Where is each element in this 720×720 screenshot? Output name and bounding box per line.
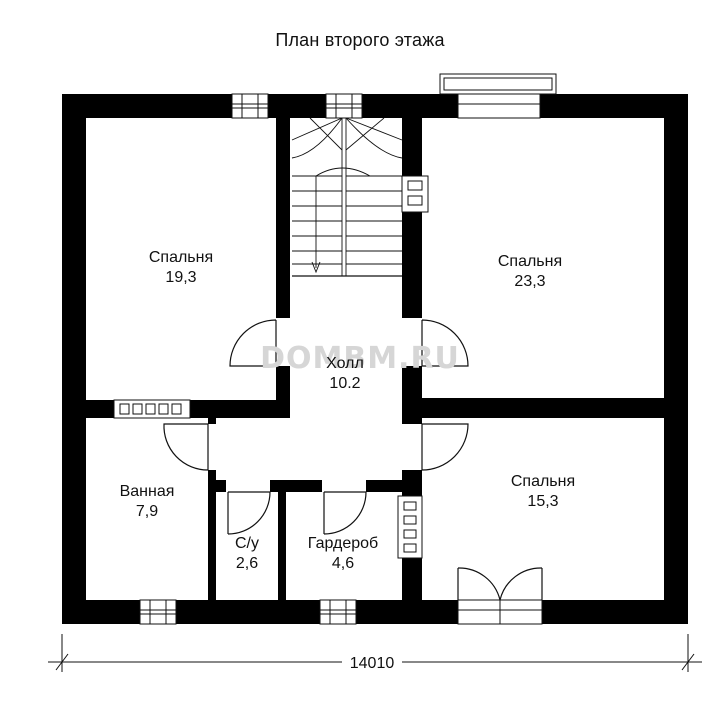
balcony-door-top-right: [439, 73, 557, 119]
room-bedroom2-area: 23,3: [514, 273, 545, 290]
door-gap-bedroom3: [401, 424, 423, 470]
door-wc: [227, 491, 271, 535]
door-gap-wc: [226, 479, 270, 493]
door-bedroom3: [421, 423, 469, 471]
windows: [139, 73, 557, 625]
room-bedroom1-name: Спальня: [149, 249, 213, 266]
door-openings: [207, 318, 423, 493]
vent-horizontal: [113, 399, 191, 419]
wall-left: [62, 94, 86, 624]
door-wardrobe: [323, 491, 367, 535]
window-top-left: [231, 93, 269, 119]
vent-upper: [401, 175, 429, 213]
vent-lower: [397, 495, 423, 559]
room-labels: Спальня 19,3 Спальня 23,3 Холл 10.2 Ванн…: [120, 249, 576, 572]
room-bedroom1-area: 19,3: [165, 269, 196, 286]
dimension-line: [48, 634, 702, 672]
wall-wc-wardrobe: [278, 492, 286, 600]
room-wc-area: 2,6: [236, 555, 258, 572]
room-bath-name: Ванная: [120, 483, 175, 500]
room-wc-name: С/у: [235, 535, 259, 552]
door-swings: [163, 319, 469, 535]
window-top-mid: [325, 93, 363, 119]
ventilation: [113, 175, 429, 559]
door-gap-bedroom2: [401, 318, 423, 366]
door-bedroom1: [229, 319, 277, 367]
staircase: [291, 117, 403, 277]
plan-title: План второго этажа: [275, 30, 445, 50]
room-bath-area: 7,9: [136, 503, 158, 520]
door-gap-bedroom1: [275, 318, 291, 366]
room-bedroom2-name: Спальня: [498, 253, 562, 270]
wall-top: [62, 94, 688, 118]
window-bottom-left: [139, 599, 177, 625]
door-bath: [163, 423, 209, 471]
room-wardrobe-area: 4,6: [332, 555, 354, 572]
door-gap-wardrobe: [322, 479, 366, 493]
room-bedroom3-area: 15,3: [527, 493, 558, 510]
door-bedroom2: [421, 319, 469, 367]
door-gap-bath: [207, 424, 217, 470]
window-bottom-right: [457, 599, 543, 625]
watermark: DOMBM.RU: [260, 341, 460, 376]
dimension-value: 14010: [350, 655, 395, 672]
wall-bath-wc: [208, 418, 216, 600]
wall-bedroom2-bedroom3: [422, 398, 664, 418]
wall-right: [664, 94, 688, 624]
room-hall-name: Холл: [326, 355, 364, 372]
room-bedroom3-name: Спальня: [511, 473, 575, 490]
room-wardrobe-name: Гардероб: [308, 535, 378, 552]
french-door: [457, 567, 543, 601]
window-bottom-mid: [319, 599, 357, 625]
room-hall-area: 10.2: [329, 375, 360, 392]
